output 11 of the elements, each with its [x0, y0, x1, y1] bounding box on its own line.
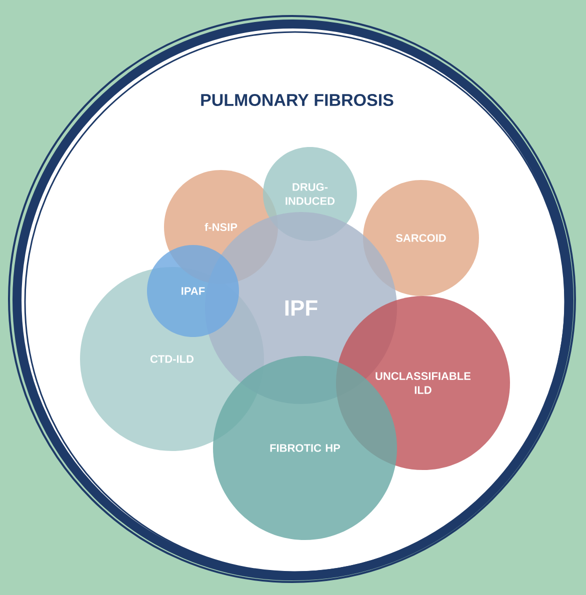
circle-label: DRUG-INDUCED [286, 183, 335, 205]
title: PULMONARY FIBROSIS [201, 94, 394, 106]
circle-label: f-NSIP [204, 222, 238, 232]
circle-label: CTD-ILD [150, 355, 194, 363]
circle-label: IPAF [182, 287, 205, 295]
circle-label: SARCOID [396, 234, 446, 242]
circle-label: IPF [285, 300, 318, 316]
circle [147, 245, 239, 337]
circle-label: UNCLASSIFIABLE ILD [376, 372, 471, 394]
circle [363, 180, 479, 296]
circle-label: FIBROTIC HP [270, 444, 340, 452]
